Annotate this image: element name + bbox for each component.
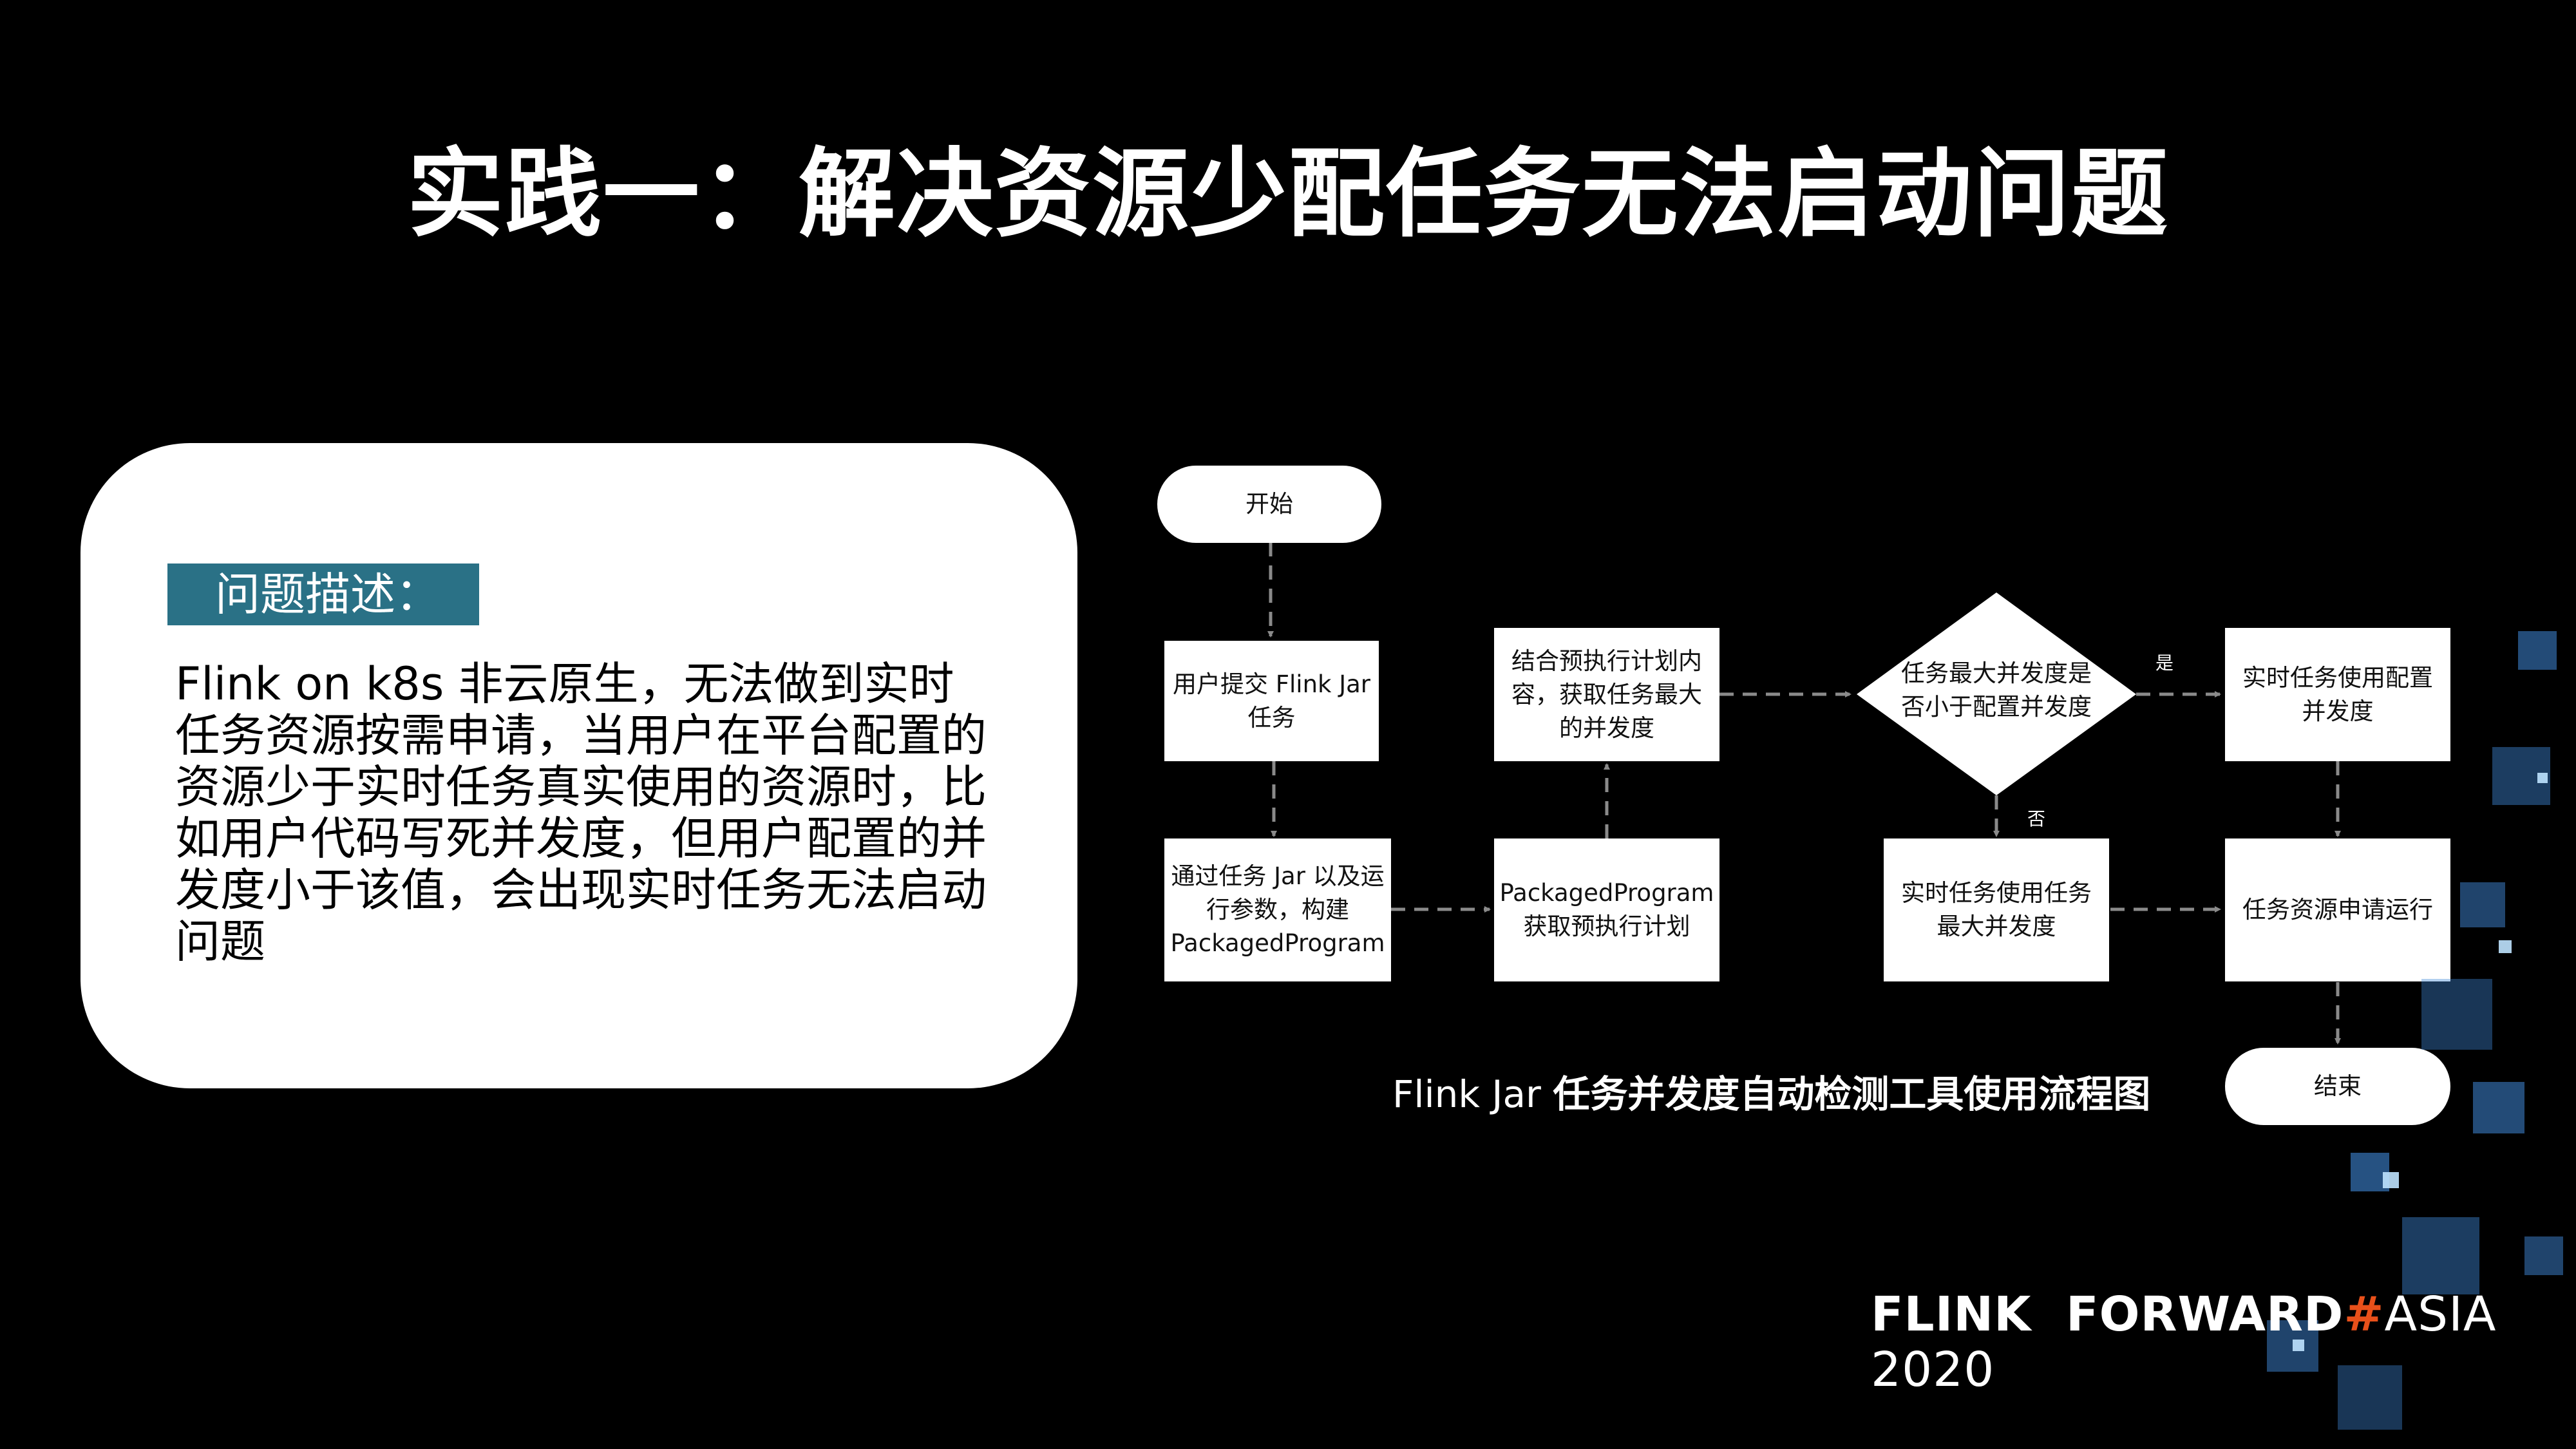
caption-prefix: Flink Jar bbox=[1392, 1072, 1553, 1116]
node-decision: 任务最大并发度是否小于配置并发度 bbox=[1901, 659, 2092, 721]
page-title: 实践一：解决资源少配任务无法启动问题 bbox=[406, 138, 2169, 251]
label-yes: 是 bbox=[2155, 652, 2174, 674]
node-combine: 结合预执行计划内容，获取任务最大的并发度 bbox=[1494, 628, 1719, 761]
event-brand: FLINK FORWARD#ASIA 2020 bbox=[1871, 1287, 2576, 1397]
node-use-max: 实时任务使用任务最大并发度 bbox=[1884, 838, 2109, 981]
node-plan: PackagedProgram 获取预执行计划 bbox=[1494, 838, 1719, 981]
decorative-cubes bbox=[2267, 631, 2563, 1430]
brand-forward: FORWARD bbox=[2066, 1287, 2344, 1342]
node-request: 任务资源申请运行 bbox=[2225, 838, 2450, 981]
decision-diamond bbox=[1857, 592, 2136, 795]
node-use-config: 实时任务使用配置并发度 bbox=[2225, 628, 2450, 761]
brand-hash: # bbox=[2344, 1287, 2385, 1342]
caption-rest: 任务并发度自动检测工具使用流程图 bbox=[1553, 1072, 2151, 1116]
flowchart-caption: Flink Jar 任务并发度自动检测工具使用流程图 bbox=[1392, 1064, 2150, 1118]
description-text: Flink on k8s 非云原生，无法做到实时任务资源按需申请，当用户在平台配… bbox=[175, 658, 987, 968]
node-submit: 用户提交 Flink Jar 任务 bbox=[1164, 641, 1379, 761]
node-start: 开始 bbox=[1157, 466, 1381, 543]
node-end: 结束 bbox=[2225, 1048, 2450, 1125]
description-card bbox=[80, 443, 1077, 1088]
node-build: 通过任务 Jar 以及运行参数，构建 PackagedProgram bbox=[1164, 838, 1391, 981]
description-label: 问题描述： bbox=[167, 564, 479, 625]
label-no: 否 bbox=[2027, 808, 2046, 829]
brand-flink: FLINK bbox=[1871, 1287, 2032, 1342]
brand-asia: ASIA 2020 bbox=[1871, 1287, 2497, 1397]
